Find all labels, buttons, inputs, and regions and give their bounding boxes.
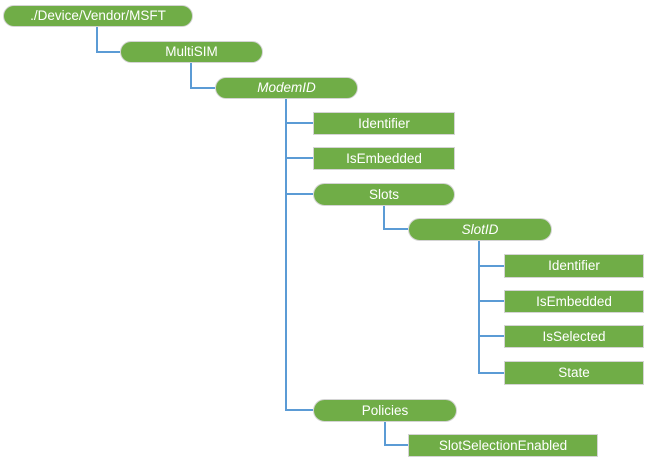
node-modem-isembedded: IsEmbedded (313, 147, 455, 170)
node-slotid: SlotID (408, 218, 552, 241)
connector-multisim-modemid-h (190, 87, 215, 89)
node-slot-state: State (504, 361, 644, 385)
connector-slotid-isembedded (478, 300, 504, 302)
connector-slotid-isselected (478, 335, 504, 337)
node-multisim: MultiSIM (120, 41, 263, 63)
connector-modemid-identifier (285, 122, 313, 124)
node-policies: Policies (313, 399, 457, 422)
connector-root-multisim-v (96, 27, 98, 53)
node-device-vendor-msft: ./Device/Vendor/MSFT (3, 5, 193, 27)
connector-modemid-slots (285, 193, 313, 195)
node-slot-isselected: IsSelected (504, 325, 644, 348)
connector-modemid-trunk (285, 98, 287, 411)
node-slotselectionenabled: SlotSelectionEnabled (408, 434, 598, 457)
node-modem-identifier: Identifier (313, 112, 455, 135)
connector-multisim-modemid-v (190, 63, 192, 89)
connector-slots-slotid-v (383, 206, 385, 230)
connector-slotid-identifier (478, 265, 504, 267)
connector-modemid-isembedded (285, 157, 313, 159)
node-modemid: ModemID (215, 77, 358, 99)
connector-slotid-trunk (478, 240, 480, 374)
node-slot-isembedded: IsEmbedded (504, 290, 644, 313)
connector-slots-slotid-h (383, 228, 408, 230)
connector-policies-slotselection-v (384, 422, 386, 446)
connector-modemid-policies (285, 409, 313, 411)
connector-root-multisim-h (96, 51, 120, 53)
connector-slotid-state (478, 372, 504, 374)
node-slots: Slots (313, 183, 455, 206)
connector-policies-slotselection-h (384, 444, 408, 446)
node-slot-identifier: Identifier (504, 254, 644, 278)
